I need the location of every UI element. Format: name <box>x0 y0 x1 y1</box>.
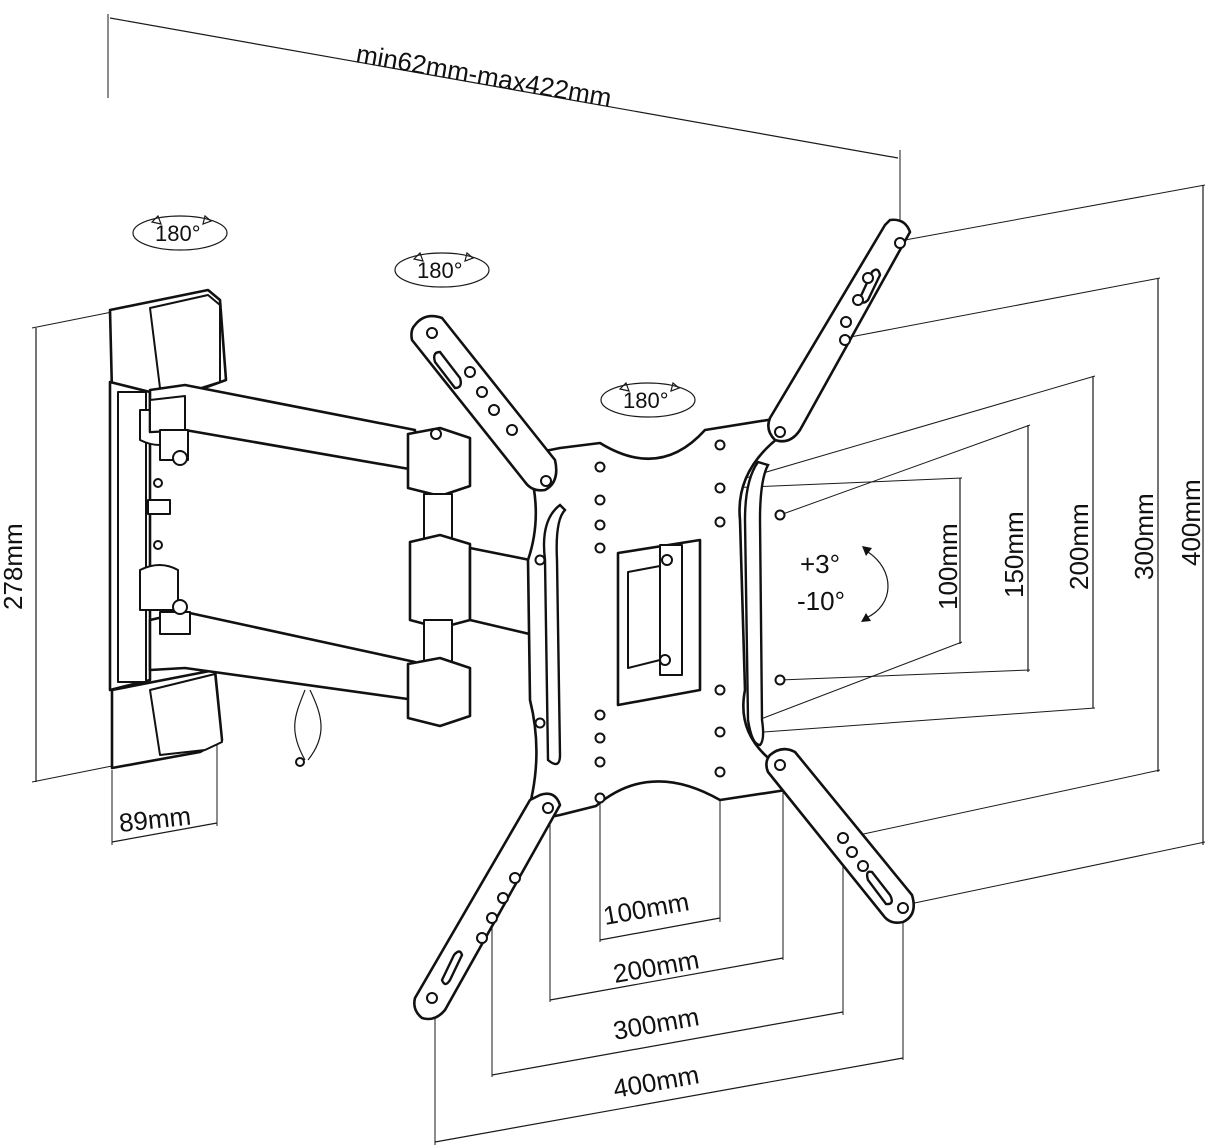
tilt-down-label: -10° <box>797 586 845 616</box>
vesa-horizontal-200-label: 200mm <box>611 944 702 989</box>
vesa-arm-top-left <box>410 314 558 492</box>
tv-plate <box>523 416 788 824</box>
vesa-arm-top-right <box>767 218 912 443</box>
vesa-arm-bottom-right <box>765 747 915 924</box>
rotation-marker-plate <box>600 381 696 418</box>
vesa-vertical-100-label: 100mm <box>933 523 963 610</box>
vesa-arm-bottom-left <box>413 792 562 1021</box>
vesa-horizontal-100-label: 100mm <box>601 886 692 931</box>
rotation-marker-arm <box>394 251 490 288</box>
vesa-horizontal-300-label: 300mm <box>611 1001 702 1046</box>
plate-rotation-label: 180° <box>623 388 669 413</box>
tilt-up-label: +3° <box>800 549 840 579</box>
vesa-vertical-400-label: 400mm <box>1176 479 1206 566</box>
wall-swivel-label: 180° <box>155 221 201 246</box>
tilt-arrow <box>861 546 889 622</box>
wall-height-label: 278mm <box>0 523 28 610</box>
dimension-lines <box>31 14 1206 1145</box>
vesa-vertical-300-label: 300mm <box>1129 493 1159 580</box>
wall-plate <box>108 288 228 770</box>
swing-arms <box>148 383 557 767</box>
vesa-vertical-200-label: 200mm <box>1064 503 1094 590</box>
rotation-marker-wall <box>132 214 228 251</box>
extension-label: min62mm-max422mm <box>354 38 614 112</box>
wall-depth-label: 89mm <box>117 801 192 838</box>
vesa-vertical-150-label: 150mm <box>999 511 1029 598</box>
arm-swivel-label: 180° <box>417 258 463 283</box>
